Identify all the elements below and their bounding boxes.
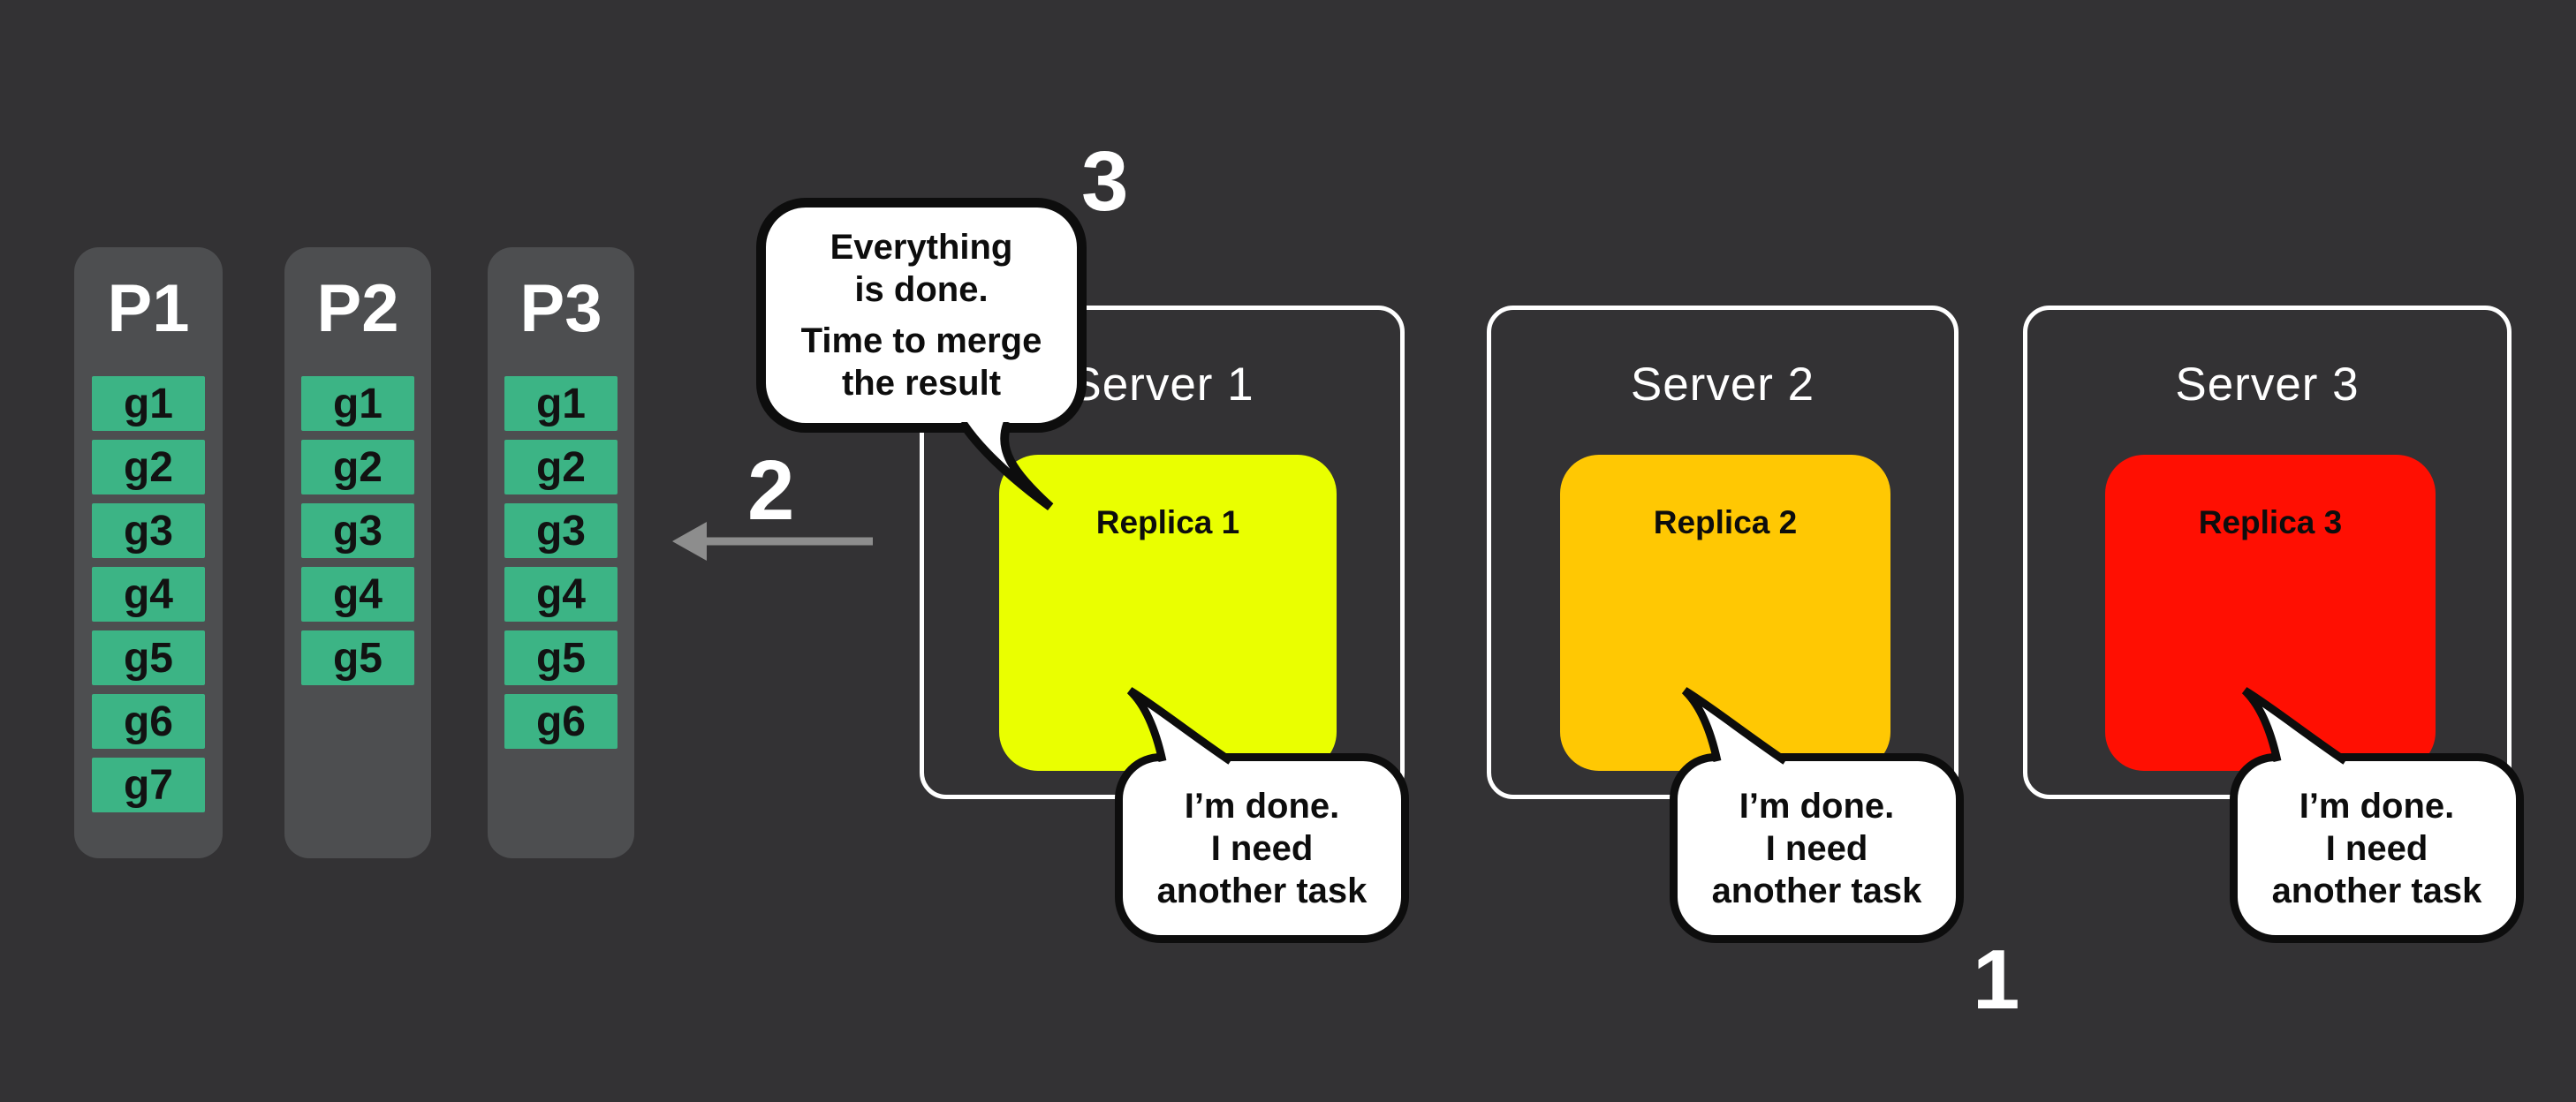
bubble-line: I need <box>1765 828 1868 868</box>
bubble-line: I need <box>1210 828 1314 868</box>
task-chip: g4 <box>301 567 414 623</box>
merge-direction-arrow-icon <box>672 522 873 561</box>
worker-speech-bubble-1: I’m done. I need another task <box>1115 753 1409 943</box>
worker-bubble-text: I’m done. I need another task <box>2272 785 2482 912</box>
task-chip: g2 <box>301 440 414 495</box>
chip-list: g1 g2 g3 g4 g5 g6 g7 <box>92 376 205 813</box>
task-chip: g3 <box>301 503 414 559</box>
task-chip: g5 <box>301 630 414 686</box>
step-number-1: 1 <box>1973 932 2020 1027</box>
task-chip: g4 <box>504 567 617 623</box>
replica-label: Replica 1 <box>1095 504 1240 540</box>
step-number-3: 3 <box>1081 134 1129 229</box>
bubble-line: another task <box>2271 871 2482 910</box>
task-chip: g7 <box>92 758 205 813</box>
partition-title: P1 <box>107 271 190 346</box>
task-chip: g2 <box>504 440 617 495</box>
worker-speech-bubble-3: I’m done. I need another task <box>2230 753 2524 943</box>
bubble-line: Everything <box>830 228 1013 267</box>
task-chip: g6 <box>92 694 205 750</box>
merge-speech-bubble: Everything is done. Time to merge the re… <box>756 198 1087 433</box>
worker-bubble-tail-2 <box>1681 687 1788 765</box>
bubble-line: another task <box>1156 871 1368 910</box>
replica-label: Replica 2 <box>1653 504 1798 540</box>
server-label: Server 2 <box>1630 359 1815 411</box>
partition-title: P2 <box>316 271 399 346</box>
task-chip: g4 <box>92 567 205 623</box>
bubble-line: Time to merge <box>800 321 1042 360</box>
bubble-line: another task <box>1711 871 1922 910</box>
chip-list: g1 g2 g3 g4 g5 <box>301 376 414 686</box>
worker-bubble-text: I’m done. I need another task <box>1157 785 1368 912</box>
merge-bubble-tail <box>958 422 1054 511</box>
task-chip: g1 <box>92 376 205 432</box>
worker-bubble-tail-3 <box>2241 687 2348 765</box>
task-chip: g6 <box>504 694 617 750</box>
bubble-line: I’m done. <box>1184 786 1340 826</box>
worker-bubble-text: I’m done. I need another task <box>1712 785 1922 912</box>
bubble-line: I’m done. <box>2299 786 2455 826</box>
task-chip: g3 <box>92 503 205 559</box>
task-chip: g5 <box>92 630 205 686</box>
merge-bubble-text: Everything is done. Time to merge the re… <box>801 226 1042 404</box>
bubble-line: is done. <box>854 270 989 309</box>
server-2-box: Server 2 Replica 2 <box>1487 306 1959 799</box>
partition-p2: P2 g1 g2 g3 g4 g5 <box>284 247 431 858</box>
worker-bubble-tail-1 <box>1126 687 1233 765</box>
task-chip: g1 <box>301 376 414 432</box>
task-chip: g2 <box>92 440 205 495</box>
task-chip: g3 <box>504 503 617 559</box>
server-1-box: Server 1 Replica 1 <box>920 306 1405 799</box>
server-label: Server 1 <box>1070 359 1254 411</box>
partition-p3: P3 g1 g2 g3 g4 g5 g6 <box>488 247 634 858</box>
partition-title: P3 <box>519 271 602 346</box>
partition-p1: P1 g1 g2 g3 g4 g5 g6 g7 <box>74 247 223 858</box>
bubble-line: I’m done. <box>1739 786 1895 826</box>
chip-list: g1 g2 g3 g4 g5 g6 <box>504 376 617 750</box>
bubble-line: I need <box>2325 828 2428 868</box>
step-number-2: 2 <box>747 443 795 538</box>
server-label: Server 3 <box>2175 359 2360 411</box>
bubble-line: the result <box>841 364 1002 403</box>
task-chip: g1 <box>504 376 617 432</box>
replica-label: Replica 3 <box>2198 504 2343 540</box>
worker-speech-bubble-2: I’m done. I need another task <box>1670 753 1964 943</box>
task-chip: g5 <box>504 630 617 686</box>
